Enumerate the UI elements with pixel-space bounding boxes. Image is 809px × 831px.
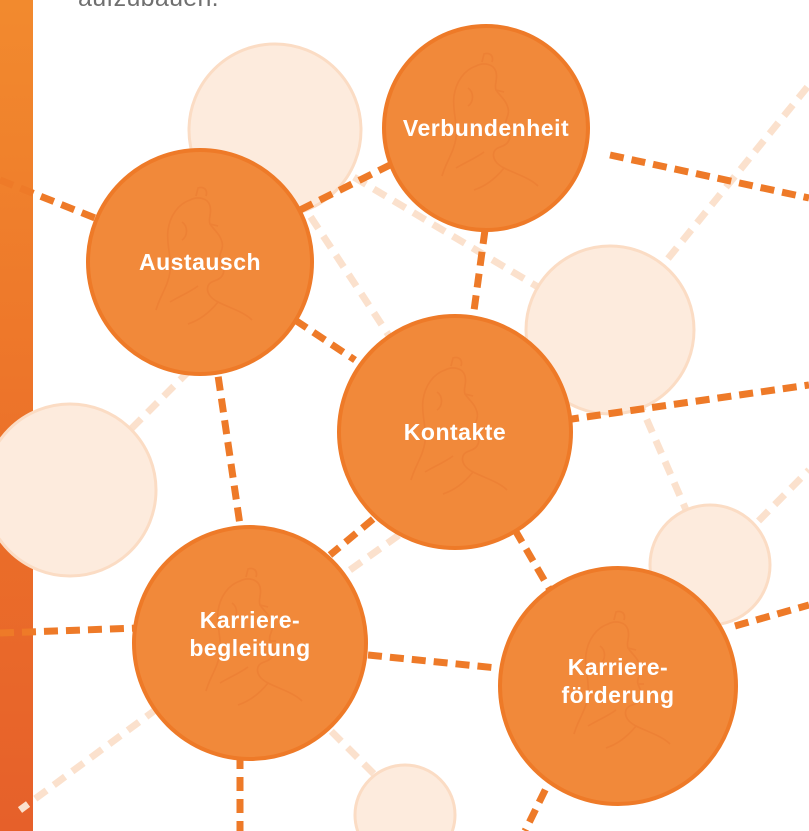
node-label: Verbundenheit [403, 115, 569, 141]
node-label-line-1: Karriere- [568, 654, 668, 680]
node-karrierefoerderung: Karriere- förderung [498, 566, 738, 806]
connection-line-austausch-left [0, 176, 102, 224]
node-label: Austausch [139, 249, 261, 275]
node-label: Kontakte [404, 419, 506, 445]
connection-line-austausch-karrierebegleitung [211, 354, 244, 526]
faded-connection-line [257, 138, 408, 362]
node-verbundenheit: Verbundenheit [382, 24, 590, 232]
node-label-line-2: begleitung [189, 635, 310, 661]
connection-line-austausch-verbundenheit [298, 156, 402, 214]
connection-line-karrierefoerderung-right [734, 601, 809, 630]
intro-text: aufzubauen. [78, 0, 219, 13]
node-kontakte: Kontakte [337, 314, 573, 550]
connection-line-kontakte-right [564, 381, 809, 424]
connection-line-kontakte-karrierefoerderung [511, 528, 554, 592]
node-karrierebegleitung: Karriere- begleitung [132, 525, 368, 761]
connection-line-karrierebegleitung-karrierefoerderung [367, 651, 498, 672]
faded-circle [0, 402, 158, 578]
connection-line-verbundenheit-right [609, 151, 809, 202]
connection-line-karrierebegleitung-left [0, 624, 139, 637]
node-label-line-2: förderung [561, 682, 674, 708]
node-label-line-1: Karriere- [200, 607, 300, 633]
faded-circle [353, 763, 457, 831]
connection-line-austausch-kontakte [293, 317, 357, 363]
node-austausch: Austausch [86, 148, 314, 376]
